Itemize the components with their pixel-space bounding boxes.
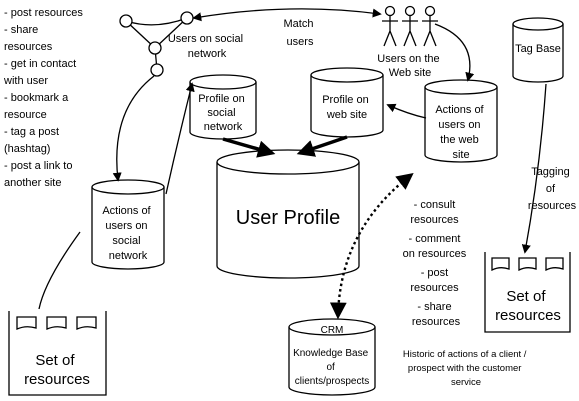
social-actions-list: - post resources - share resources - get… [3, 7, 86, 189]
social-action-line: - post a link to [4, 160, 72, 172]
web-action-line: - consult [414, 199, 456, 211]
match-users-label: Match users [283, 18, 316, 48]
social-action-line: - share [4, 24, 38, 36]
historic-label: Historic of actions of a client / prospe… [403, 349, 529, 388]
match-users-arrow [192, 8, 382, 22]
web-action-line: on resources [403, 248, 467, 260]
web-action-line: resources [412, 316, 461, 328]
web-action-line: resources [410, 214, 459, 226]
actions-social-to-profile-arrow [165, 82, 195, 195]
users-web-label: Users on the Web site [377, 53, 442, 79]
web-users-to-actions-arrow [434, 23, 475, 82]
web-action-line: resources [410, 282, 459, 294]
set-resources-left-box [8, 311, 107, 396]
web-actions-list: - consult resources - comment on resourc… [403, 199, 470, 328]
web-action-line: - post [421, 267, 449, 279]
profile-social-cylinder [189, 74, 257, 140]
social-action-line: (hashtag) [4, 143, 50, 155]
web-action-line: - comment [408, 233, 460, 245]
profile-web-label: Profile on web site [322, 94, 372, 121]
set-resources-right-box [484, 252, 571, 333]
social-network-graph-icon [119, 11, 194, 77]
social-action-line: another site [4, 177, 61, 189]
knowledge-base-label: Knowledge Base of clients/prospects [293, 348, 371, 387]
actions-social-label: Actions of users on social network [102, 205, 153, 262]
set-resources-right-label: Set of resources [495, 288, 561, 324]
actions-social-cylinder [91, 179, 165, 270]
web-action-line: - share [417, 301, 451, 313]
social-action-line: - tag a post [4, 126, 59, 138]
actions-web-crm-dotted-arrow [329, 172, 414, 320]
actions-web-to-profile-arrow [386, 103, 427, 119]
social-action-line: - bookmark a [4, 92, 69, 104]
profile-web-cylinder [310, 67, 384, 138]
social-to-actions-arrow [112, 75, 155, 182]
tag-base-label: Tag Base [515, 43, 561, 55]
actions-web-label: Actions of users on the web site [435, 104, 486, 161]
social-action-line: with user [3, 75, 48, 87]
users-social-label: Users on social network [168, 33, 246, 60]
web-users-icon [382, 5, 438, 47]
user-profile-label: User Profile [236, 207, 340, 229]
social-action-line: resources [4, 41, 53, 53]
social-action-line: - post resources [4, 7, 83, 19]
actions-web-cylinder [424, 79, 498, 163]
social-action-line: - get in contact [4, 58, 76, 70]
user-profile-cylinder [216, 149, 360, 279]
crm-label: CRM [321, 325, 344, 336]
profile-web-to-user-profile-arrow [296, 135, 348, 157]
profile-social-label: Profile on social network [198, 93, 248, 133]
profile-social-to-user-profile-arrow [222, 137, 276, 158]
resources-left-to-actions-line [38, 231, 81, 310]
tagging-label: Tagging of resources [528, 166, 577, 212]
tagging-arrow [521, 83, 547, 254]
tag-base-cylinder [512, 17, 564, 83]
social-action-line: resource [4, 109, 47, 121]
set-resources-left-label: Set of resources [24, 352, 90, 388]
